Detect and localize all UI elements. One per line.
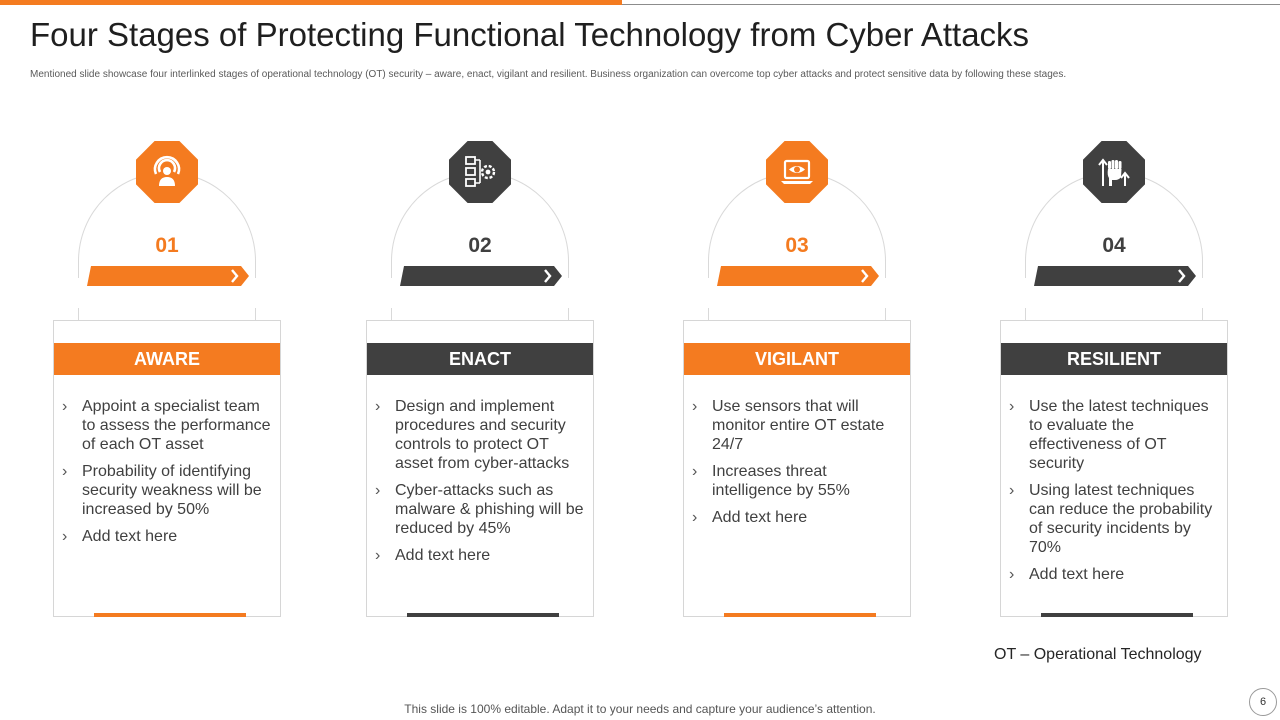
stage-aware: 01 AWARE ›Appoint a specialist team to a… xyxy=(53,0,281,720)
stage-arrow-bar xyxy=(717,266,879,286)
stage-card: AWARE ›Appoint a specialist team to asse… xyxy=(53,320,281,617)
bullet-item: ›Increases threat intelligence by 55% xyxy=(692,463,850,499)
footnote: OT – Operational Technology xyxy=(994,646,1202,663)
document-gear-icon xyxy=(449,141,511,203)
bullet-item: ›Appoint a specialist team to assess the… xyxy=(62,398,271,453)
card-bottom-accent xyxy=(724,613,876,617)
bullet-item: ›Cyber-attacks such as malware & phishin… xyxy=(375,482,584,537)
bullet-item: ›Add text here xyxy=(62,528,178,545)
stage-bullet-list: ›Use sensors that will monitor entire OT… xyxy=(692,397,904,535)
card-bottom-accent xyxy=(1041,613,1193,617)
fist-arrows-icon xyxy=(1083,141,1145,203)
top-divider-line xyxy=(622,4,1280,5)
stage-card: ENACT ›Design and implement procedures a… xyxy=(366,320,594,617)
stage-number: 02 xyxy=(468,234,492,257)
bullet-item: ›Add text here xyxy=(1009,566,1125,583)
bullet-item: ›Design and implement procedures and sec… xyxy=(375,398,570,472)
stage-number: 04 xyxy=(1102,234,1126,257)
stage-name: ENACT xyxy=(367,343,593,375)
stage-enact: 02 ENACT ›Design and implement procedure… xyxy=(366,0,594,720)
card-bottom-accent xyxy=(407,613,559,617)
stage-card: VIGILANT ›Use sensors that will monitor … xyxy=(683,320,911,617)
bullet-item: ›Use the latest techniques to evaluate t… xyxy=(1009,398,1209,472)
footer-note: This slide is 100% editable. Adapt it to… xyxy=(404,702,876,716)
stage-number: 01 xyxy=(155,234,179,257)
laptop-eye-icon xyxy=(766,141,828,203)
slide-title: Four Stages of Protecting Functional Tec… xyxy=(30,16,1030,53)
stage-arrow-bar xyxy=(400,266,562,286)
bullet-item: ›Add text here xyxy=(692,509,808,526)
stage-number: 03 xyxy=(785,234,809,257)
stage-name: RESILIENT xyxy=(1001,343,1227,375)
card-bottom-accent xyxy=(94,613,246,617)
broadcast-person-icon xyxy=(136,141,198,203)
slide-subtitle: Mentioned slide showcase four interlinke… xyxy=(30,69,1067,80)
bullet-item: ›Probability of identifying security wea… xyxy=(62,463,262,518)
bullet-item: ›Add text here xyxy=(375,547,491,564)
stage-card: RESILIENT ›Use the latest techniques to … xyxy=(1000,320,1228,617)
stage-name: VIGILANT xyxy=(684,343,910,375)
stage-arrow-bar xyxy=(1034,266,1196,286)
stage-bullet-list: ›Appoint a specialist team to assess the… xyxy=(62,397,274,554)
stage-resilient: 04 RESILIENT ›Use the latest techniques … xyxy=(1000,0,1228,720)
page-number: 6 xyxy=(1249,688,1277,716)
bullet-item: ›Using latest techniques can reduce the … xyxy=(1009,482,1213,556)
stage-name: AWARE xyxy=(54,343,280,375)
bullet-item: ›Use sensors that will monitor entire OT… xyxy=(692,398,885,453)
stage-vigilant: 03 VIGILANT ›Use sensors that will monit… xyxy=(683,0,911,720)
stage-bullet-list: ›Design and implement procedures and sec… xyxy=(375,397,587,573)
stage-bullet-list: ›Use the latest techniques to evaluate t… xyxy=(1009,397,1221,592)
stage-arrow-bar xyxy=(87,266,249,286)
top-accent-bar xyxy=(0,0,622,5)
